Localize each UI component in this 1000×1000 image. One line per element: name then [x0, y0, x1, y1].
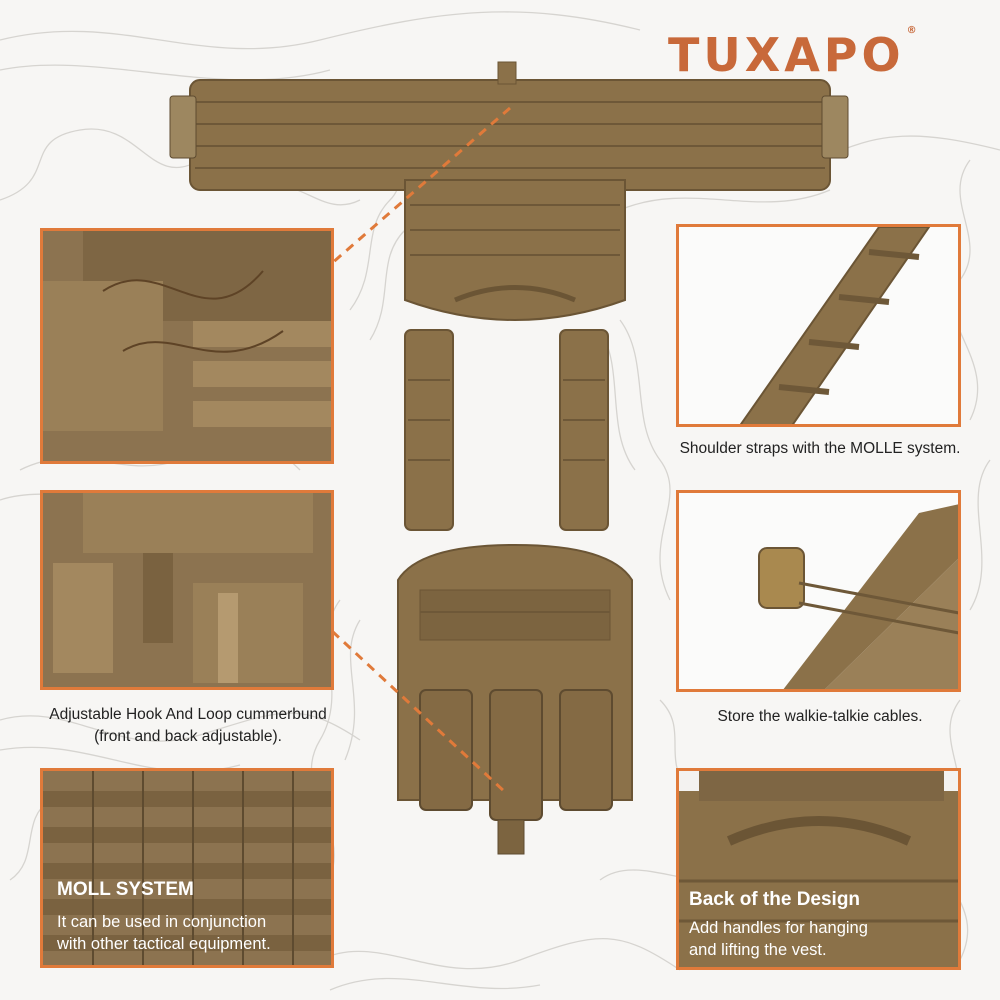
cable-storage-caption: Store the walkie-talkie cables.	[717, 708, 923, 725]
registered-mark: ®	[906, 24, 917, 36]
back-panel-line2: and lifting the vest.	[689, 941, 827, 959]
cable-storage-detail-photo	[676, 490, 961, 692]
shoulder-strap-detail-photo	[676, 224, 961, 427]
back-panel-line1: Add handles for hanging	[689, 919, 868, 937]
back-handle-photo: Back of the Design Add handles for hangi…	[676, 768, 961, 970]
cummerbund-caption-line2: (front and back adjustable).	[94, 728, 282, 745]
cable-storage-image	[679, 493, 958, 689]
brand-logo: TUXAPO®	[668, 24, 917, 82]
hook-and-loop-image	[43, 493, 331, 687]
molle-panel-line2: with other tactical equipment.	[57, 935, 271, 953]
brand-name: TUXAPO	[668, 28, 905, 82]
hook-and-loop-detail-photo	[40, 490, 334, 690]
back-handle-image	[679, 771, 958, 967]
cummerbund-detail-image	[43, 231, 331, 461]
shoulder-strap-caption: Shoulder straps with the MOLLE system.	[679, 440, 961, 457]
cummerbund-detail-photo	[40, 228, 334, 464]
molle-webbing-image	[43, 771, 331, 965]
molle-system-photo: MOLL SYSTEM It can be used in conjunctio…	[40, 768, 334, 968]
molle-panel-title: MOLL SYSTEM	[57, 879, 194, 900]
shoulder-strap-image	[679, 227, 958, 424]
back-panel-title: Back of the Design	[689, 889, 861, 910]
cummerbund-caption-line1: Adjustable Hook And Loop cummerbund	[49, 706, 327, 723]
molle-panel-line1: It can be used in conjunction	[57, 913, 267, 931]
